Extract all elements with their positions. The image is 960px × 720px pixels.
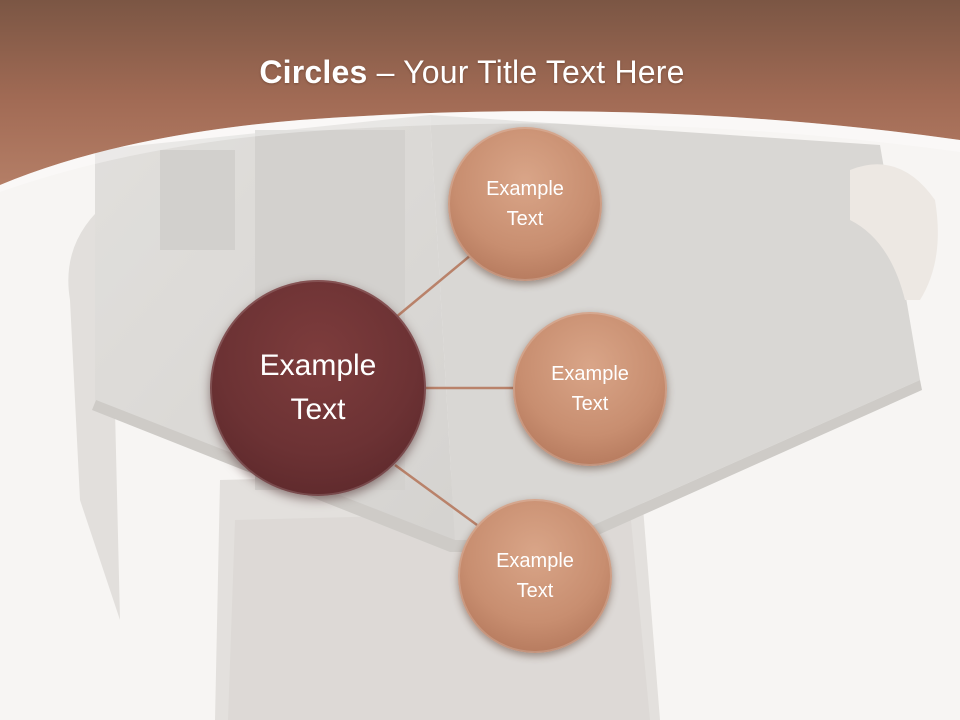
center-circle-label: Example Text <box>259 349 377 426</box>
satellite-circle-middle[interactable]: Example Text <box>513 312 667 466</box>
connector-line-top <box>394 249 478 319</box>
connector-line-bottom <box>394 463 478 527</box>
header-band <box>0 0 960 192</box>
satellite-circle-label: Example Text <box>486 178 564 230</box>
satellite-circle-top[interactable]: Example Text <box>448 127 602 281</box>
satellite-circle-label: Example Text <box>496 550 574 602</box>
satellite-circle-bottom[interactable]: Example Text <box>458 499 612 653</box>
page-title: Circles – Your Title Text Here <box>0 54 944 91</box>
title-rest: – Your Title Text Here <box>367 54 685 90</box>
title-bold: Circles <box>259 54 368 90</box>
center-circle[interactable]: Example Text <box>210 280 426 496</box>
satellite-circle-label: Example Text <box>551 363 629 415</box>
